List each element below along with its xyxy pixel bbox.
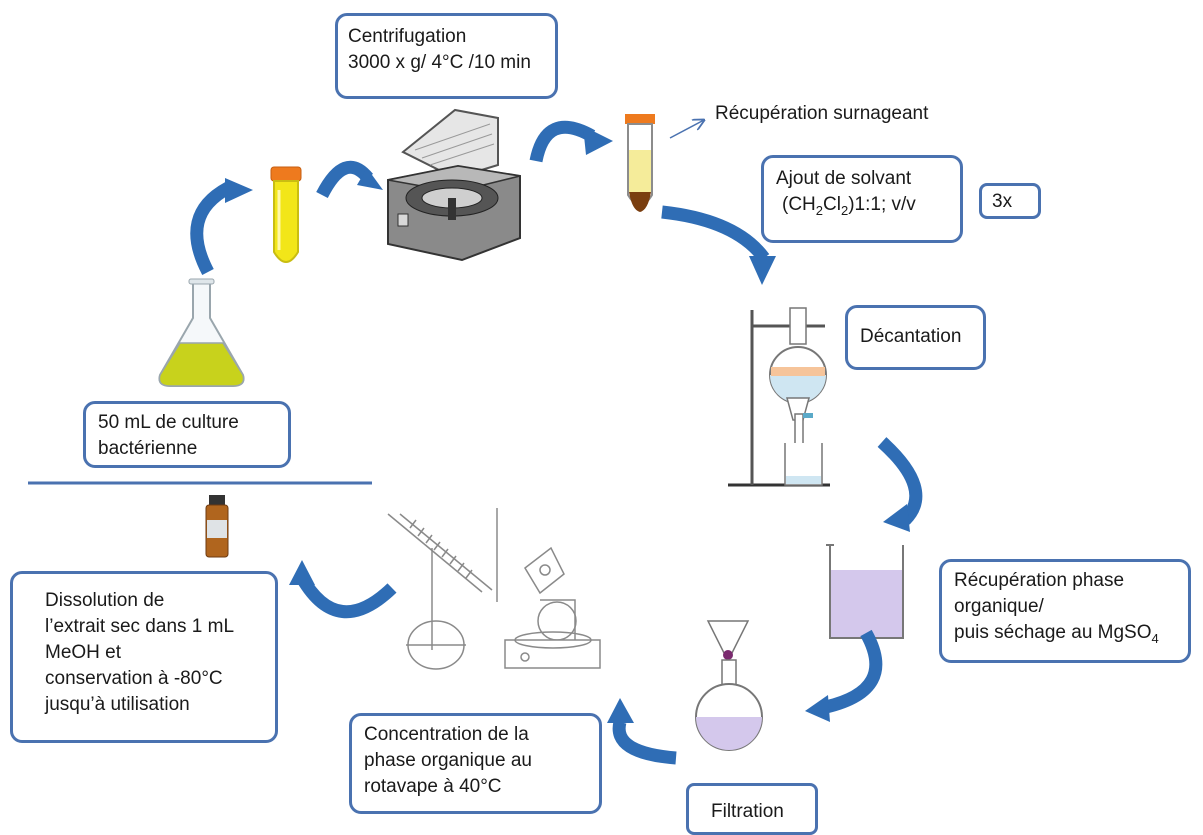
separatory-funnel-icon (728, 307, 830, 487)
rotavap-icon (387, 508, 601, 670)
dissolution-line-2: l’extrait sec dans 1 mL (45, 616, 235, 637)
beaker-icon (826, 544, 904, 639)
arrowhead-concentration (607, 698, 634, 723)
arrowhead-dissolution (289, 560, 315, 585)
supernatant-tube-icon (625, 114, 655, 212)
culture-box: 50 mL de culture bactérienne (83, 401, 291, 468)
organic-line-3: puis séchage au MgSO4 (954, 622, 1159, 646)
arrow-rotavap-to-dissolution (296, 574, 397, 619)
concentration-box: Concentration de la phase organique au r… (349, 713, 602, 814)
supernatant-pointer-arrow (669, 120, 704, 139)
culture-line-2: bactérienne (98, 438, 198, 459)
centrifugation-box: Centrifugation 3000 x g/ 4°C /10 min (335, 13, 558, 99)
repeat-label: 3x (992, 191, 1013, 212)
solvent-box: Ajout de solvant (CH2Cl2)1:1; v/v (761, 155, 963, 243)
concentration-line-3: rotavape à 40°C (364, 776, 502, 797)
repeat-box: 3x (979, 183, 1041, 219)
erlenmeyer-flask-icon (158, 278, 245, 387)
decantation-box: Décantation (845, 305, 986, 370)
arrow-centrifuge-to-supernatant (529, 120, 596, 163)
arrow-supernatant-to-solvent (661, 205, 770, 263)
arrow-organic-to-filtration (824, 629, 883, 714)
arrowhead-centrifuge (357, 168, 383, 190)
dissolution-line-5: jusqu’à utilisation (45, 694, 190, 715)
dissolution-line-3: MeOH et (45, 642, 122, 663)
arrowhead-supernatant (583, 126, 613, 155)
flow-arrows (190, 120, 923, 765)
arrow-decantation-to-organic (877, 437, 923, 525)
concentration-line-2: phase organique au (364, 750, 532, 771)
flow-arrowheads (225, 126, 910, 723)
supernatant-label: Récupération surnageant (715, 103, 929, 124)
centrifuge-icon (387, 108, 521, 262)
culture-tube-icon (270, 166, 302, 263)
vial-icon (205, 495, 229, 558)
centrifugation-title: Centrifugation (348, 26, 467, 47)
filtration-label: Filtration (711, 801, 784, 822)
arrow-filtration-to-concentration (612, 720, 677, 765)
decantation-label: Décantation (860, 326, 962, 347)
concentration-line-1: Concentration de la (364, 724, 529, 745)
dissolution-box: Dissolution de l’extrait sec dans 1 mL M… (10, 571, 278, 743)
organic-line-2: organique/ (954, 596, 1044, 617)
culture-line-1: 50 mL de culture (98, 412, 239, 433)
arrow-flask-to-tube (190, 182, 232, 276)
arrowhead-solvent (749, 256, 776, 285)
filtration-flask-icon (695, 620, 763, 751)
arrowhead-filtration (805, 695, 830, 722)
organic-line-1: Récupération phase (954, 570, 1125, 591)
solvent-line-1: Ajout de solvant (776, 168, 912, 189)
filtration-box: Filtration (686, 783, 818, 835)
dissolution-line-1: Dissolution de (45, 590, 165, 611)
dissolution-line-4: conservation à -80°C (45, 668, 223, 689)
centrifugation-conditions: 3000 x g/ 4°C /10 min (348, 52, 531, 73)
solvent-formula: (CH2Cl2)1:1; v/v (782, 194, 916, 218)
arrowhead-organic (883, 504, 910, 532)
arrowhead-tube (225, 178, 253, 203)
organic-phase-box: Récupération phase organique/ puis sécha… (939, 559, 1191, 663)
